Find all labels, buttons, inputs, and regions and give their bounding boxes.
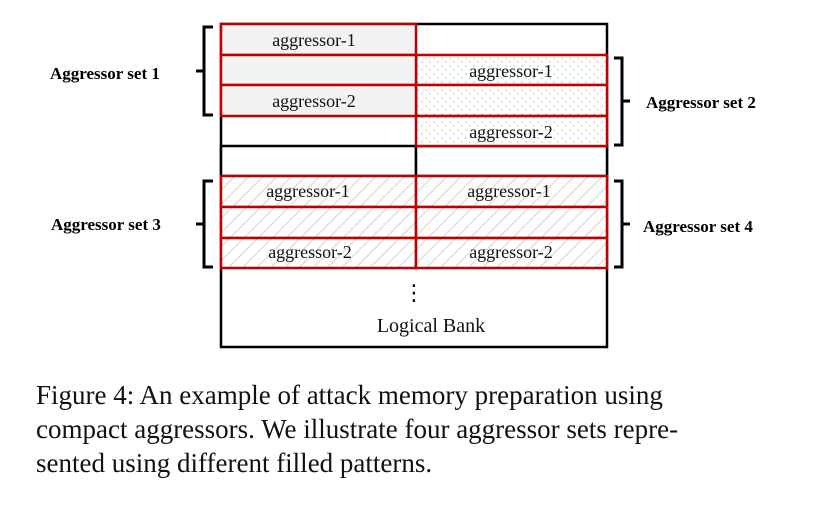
- set1-cell: [219, 53, 418, 87]
- row4-right-label: aggressor-2: [469, 122, 553, 142]
- aggressor-set-3-label: Aggressor set 3: [51, 215, 161, 234]
- row8-left-label: aggressor-2: [268, 242, 352, 262]
- caption-line-1: Figure 4: An example of attack memory pr…: [36, 380, 663, 410]
- brace-set-2: [614, 56, 630, 147]
- bank-row-right: [414, 144, 609, 178]
- logical-bank-label: Logical Bank: [377, 315, 485, 337]
- row8-right-label: aggressor-2: [469, 242, 553, 262]
- brace-set-1: [196, 25, 213, 117]
- set4-cell: [414, 205, 609, 240]
- row6-right-label: aggressor-1: [467, 181, 551, 201]
- figure-caption: Figure 4: An example of attack memory pr…: [36, 378, 801, 480]
- set3-cell: [219, 205, 418, 240]
- aggressor-set-4-label: Aggressor set 4: [643, 217, 753, 236]
- set4-cell: [414, 174, 609, 209]
- bank-row-left: [219, 144, 418, 178]
- set4-cell: [414, 236, 609, 270]
- caption-line-2: compact aggressors. We illustrate four a…: [36, 414, 679, 444]
- ellipsis-icon: ⋮: [403, 281, 425, 306]
- aggressor-set-2-label: Aggressor set 2: [646, 93, 756, 112]
- row2-right-label: aggressor-1: [469, 61, 553, 81]
- row1-left-label: aggressor-1: [272, 30, 356, 50]
- set2-cell: [414, 114, 609, 148]
- aggressor-set-1-label: Aggressor set 1: [50, 64, 160, 83]
- set1-cell: [219, 83, 418, 118]
- set2-cell: [414, 83, 609, 118]
- row3-left-label: aggressor-2: [272, 91, 356, 111]
- memory-layout-diagram: aggressor-1 aggressor-1 aggressor-2 aggr…: [50, 22, 756, 349]
- brace-set-4: [614, 179, 630, 269]
- caption-line-3: sented using different filled patterns.: [36, 448, 433, 478]
- brace-set-3: [196, 179, 213, 269]
- set1-cell: [219, 22, 418, 57]
- set3-cell: [219, 236, 418, 270]
- row6-left-label: aggressor-1: [266, 181, 350, 201]
